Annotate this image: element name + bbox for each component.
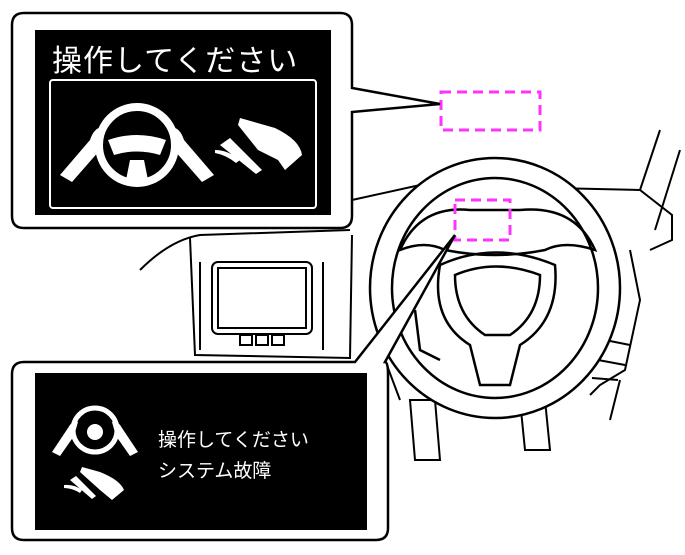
hands-on-steering-wheel-icon: [52, 405, 138, 456]
foot-on-pedal-icon: [215, 118, 302, 174]
top-display-message: 操作してください: [52, 44, 299, 79]
hands-on-steering-wheel-icon: [60, 103, 214, 187]
highlight-box-meter: [453, 198, 512, 242]
steering-wheel: [368, 156, 622, 420]
top-display-panel: [35, 30, 331, 215]
highlight-box-head-up: [439, 90, 542, 132]
bottom-display-line1: 操作してください: [158, 429, 309, 451]
bottom-callout: [10, 234, 457, 542]
bottom-display-line2: システム故障: [158, 460, 272, 482]
top-callout: [10, 11, 441, 230]
foot-on-pedal-icon: [64, 467, 124, 500]
dashboard-illustration: [139, 129, 681, 461]
